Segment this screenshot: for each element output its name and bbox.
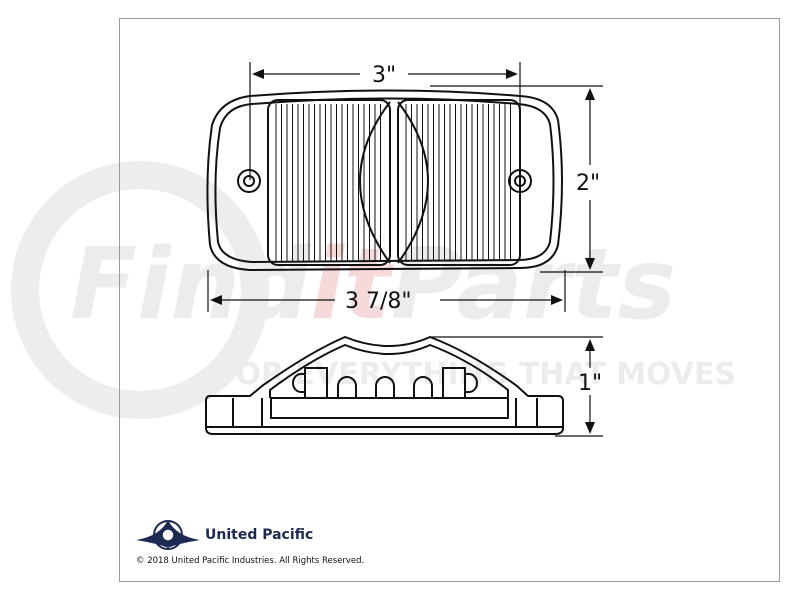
united-pacific-logo <box>136 520 200 550</box>
dimension-lines: 3" 3 7/8" 2" 1" <box>207 62 603 437</box>
top-view <box>206 89 563 272</box>
frame <box>119 18 780 582</box>
svg-text:FinditParts: FinditParts <box>70 228 676 342</box>
side-view <box>205 335 564 435</box>
dim-overall-width: 3 7/8" <box>345 289 412 314</box>
dim-width-holes: 3" <box>372 63 396 88</box>
dim-depth: 1" <box>578 371 602 396</box>
copyright-text: © 2018 United Pacific Industries. All Ri… <box>136 556 365 566</box>
dim-height: 2" <box>576 171 600 196</box>
brand-name: United Pacific <box>205 527 314 543</box>
watermark: FinditParts FOR EVERYTHING THAT MOVES <box>11 161 736 419</box>
